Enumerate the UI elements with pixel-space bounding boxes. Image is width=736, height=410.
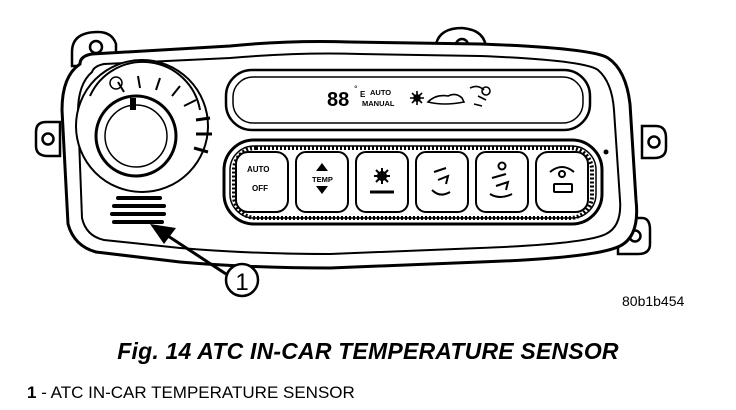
callout-number: 1 [235,269,248,296]
fan-speed-icon [109,76,123,90]
legend: 1 - ATC IN-CAR TEMPERATURE SENSOR [27,383,355,403]
button-temp[interactable]: TEMP [295,151,349,213]
button-auto-label: AUTO [247,165,270,174]
control-head-illustration: 88 ° E AUTO MANUAL [34,26,685,309]
callout-leader [150,224,227,276]
button-defrost-mode[interactable] [355,151,409,213]
reference-code: 80b1b454 [622,293,685,309]
display-car-airflow-icon [426,85,491,107]
display-degree: ° [354,84,358,94]
display-manual-label: MANUAL [362,99,395,108]
display-fan-icon [410,91,424,105]
display-auto-label: AUTO [370,88,391,97]
button-temp-label: TEMP [312,175,333,184]
button-auto-off[interactable]: AUTO OFF [235,151,289,213]
display-digits: 88 [327,89,349,111]
legend-item-number: 1 [27,383,37,402]
panel-indicator-dot [603,149,609,155]
temp-down-arrow-icon [316,186,328,194]
display-scale: E [360,90,366,99]
panel-airflow-icon [431,167,451,196]
display-readout: 88 ° E AUTO MANUAL [327,84,491,111]
legend-separator: - [41,383,51,402]
button-rear-defrost[interactable] [535,151,589,213]
mode-dial[interactable] [75,59,212,193]
in-car-temperature-sensor-grille [110,196,166,224]
button-panel-vent[interactable] [415,151,469,213]
button-off-label: OFF [252,184,268,193]
mix-airflow-icon [489,161,513,198]
defrost-icon [549,166,575,193]
display-window [224,68,592,132]
legend-item-text: ATC IN-CAR TEMPERATURE SENSOR [50,383,355,402]
callout-marker: 1 [224,262,260,298]
temp-up-arrow-icon [316,163,328,171]
figure-caption: Fig. 14 ATC IN-CAR TEMPERATURE SENSOR [117,338,619,364]
button-floor-defrost[interactable] [475,151,529,213]
windshield-fan-icon [370,168,394,194]
